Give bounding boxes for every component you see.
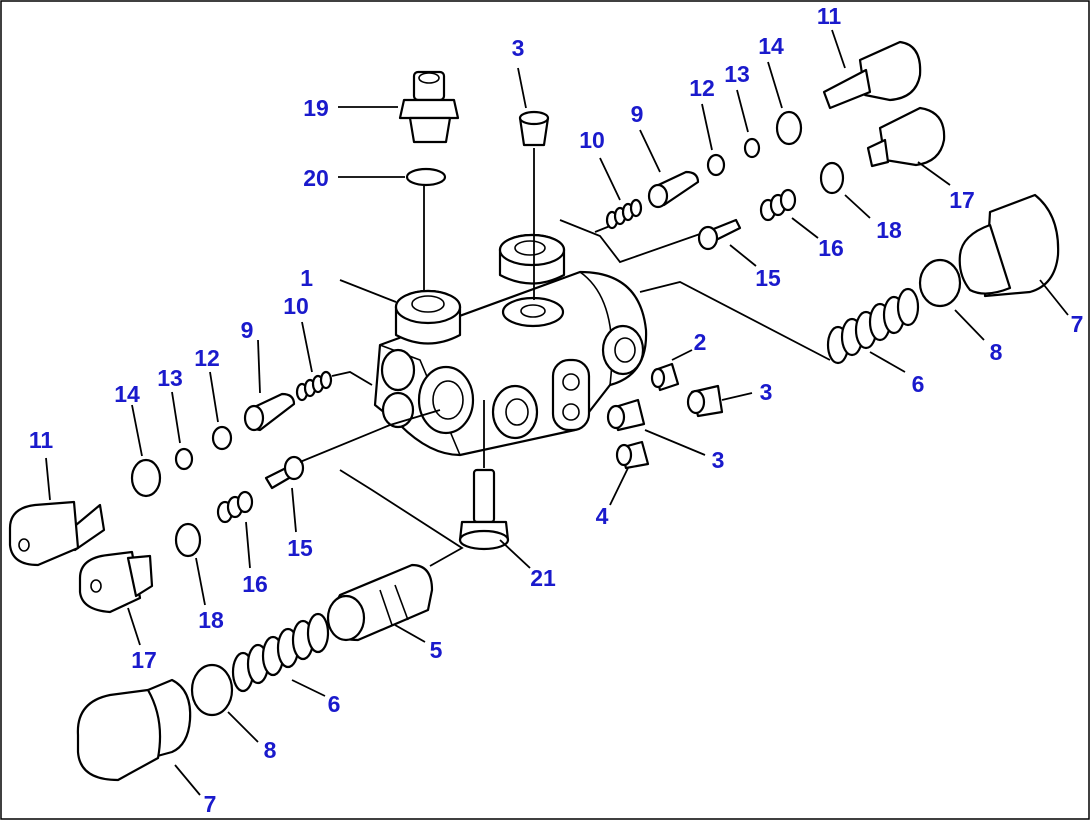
bolt-21 [458,468,510,551]
callout-21: 21 [530,565,556,591]
callout-18-left: 18 [198,607,224,633]
ring-18-right [819,161,845,195]
callout-19: 19 [303,95,329,121]
callout-6-left: 6 [328,691,341,717]
ring-18-left [174,522,202,558]
callout-11-right: 11 [817,3,842,29]
plug-19 [398,70,460,144]
callout-3-top: 3 [512,35,525,61]
pin-15-left [264,455,305,490]
spring-16-left [216,490,254,524]
ring-14-right [775,110,803,146]
callout-16-left: 16 [242,571,268,597]
spring-10-right [605,198,643,230]
callout-8-right: 8 [990,339,1003,365]
plug-7-right [958,193,1060,298]
poppet-9-right [647,170,700,209]
callout-12-left: 12 [194,345,220,371]
callout-8-left: 8 [264,737,277,763]
callout-20: 20 [303,165,329,191]
callout-3-right: 3 [760,379,773,405]
callout-13-left: 13 [157,365,183,391]
callout-3-lower: 3 [712,447,725,473]
callout-10-right: 10 [579,127,605,153]
plug-3-top [518,110,550,147]
callout-5: 5 [430,637,443,663]
callout-18-right: 18 [876,217,902,243]
ring-12-left [211,425,233,451]
callout-10-left: 10 [283,293,309,319]
spring-6-right [826,287,920,365]
plug-3-right [686,384,724,418]
callout-7-left: 7 [204,791,217,817]
callout-11-left: 11 [29,427,54,453]
spring-16-right [759,188,797,222]
callout-14-right: 14 [758,33,784,59]
callout-14-left: 14 [114,381,140,407]
callout-6-right: 6 [912,371,925,397]
callout-labels: 1 2 3 3 3 4 5 6 6 7 7 8 8 9 9 10 10 11 1… [29,3,1084,817]
callout-9-right: 9 [631,101,644,127]
callout-4: 4 [596,503,609,529]
ring-13-right [743,137,761,159]
spring-6-left [231,612,330,693]
callout-15-right: 15 [755,265,781,291]
valve-body [373,233,648,457]
callout-2: 2 [694,329,707,355]
callout-17-left: 17 [131,647,157,673]
plug-3-lower [606,398,646,432]
plug-17-right [866,106,946,168]
callout-13-right: 13 [724,61,750,87]
ring-12-right [706,153,726,177]
callout-9-left: 9 [241,317,254,343]
callout-17-right: 17 [949,187,975,213]
plug-2 [650,362,680,392]
callout-16-right: 16 [818,235,844,261]
poppet-9-left [243,392,296,432]
callout-15-left: 15 [287,535,313,561]
plug-17-left [78,550,154,614]
spring-10-left [295,370,333,402]
ring-13-left [174,447,194,471]
pin-15-right [697,218,742,251]
callout-leaders [45,29,1069,796]
callout-12-right: 12 [689,75,715,101]
callout-1: 1 [300,265,313,291]
callout-7-right: 7 [1071,311,1084,337]
plug-4 [615,440,650,470]
ring-14-left [130,458,162,498]
ring-8-left [190,663,234,717]
plug-11-left [8,500,106,567]
plug-7-left [76,678,192,782]
spool-5 [326,563,434,642]
ring-8-right [918,258,962,308]
o-ring-20 [405,167,447,187]
plug-11-right [822,40,922,110]
